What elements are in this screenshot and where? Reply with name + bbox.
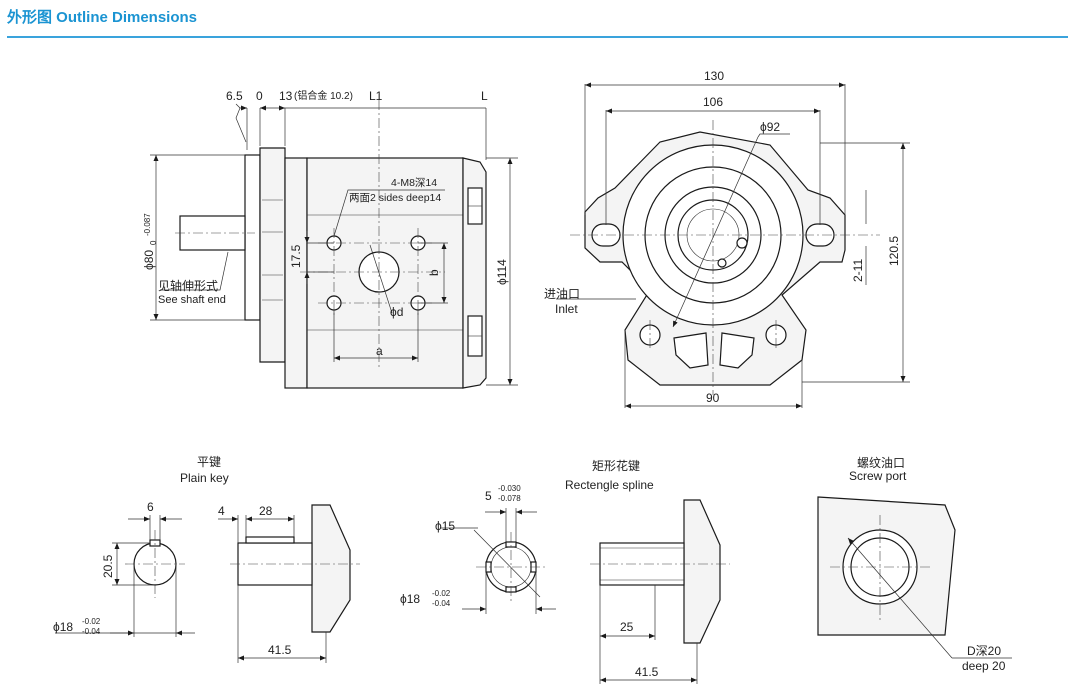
inlet-en: Inlet: [555, 302, 578, 316]
dim-13-note: (铝合金 10.2): [294, 89, 353, 102]
thread-spec-en: 两面2 sides deep14: [349, 192, 441, 204]
spline-5-tol-upper: -0.030: [498, 484, 521, 493]
screw-port-detail: 螺纹油口 Screw port D深20 deep 20: [817, 456, 1012, 673]
plain-key-detail: 平键 Plain key 6 20.5 ϕ18 -0.02 -0.04: [53, 455, 360, 663]
housing-front: [284, 157, 308, 389]
dim-90: 90: [706, 391, 720, 405]
header-rule: [7, 36, 1068, 38]
dim-phi80-tol: -0.087: [143, 213, 152, 236]
key-flange: [311, 504, 351, 633]
spline-phi18: ϕ18: [400, 592, 420, 606]
spline-title-cn: 矩形花键: [592, 458, 640, 473]
dim-17-5: 17.5: [289, 244, 303, 268]
spline-title-en: Rectengle spline: [565, 478, 654, 492]
shaft-note-en: See shaft end: [158, 294, 226, 306]
dim-d: ϕd: [390, 305, 403, 319]
dim-0: 0: [256, 89, 263, 103]
flange-body: [259, 147, 286, 363]
dim-2-11: 2-11: [851, 259, 865, 282]
dim-20-5: 20.5: [101, 554, 115, 578]
spline-tol-upper: -0.02: [432, 589, 451, 598]
dim-phi92: ϕ92: [760, 120, 780, 134]
dim-28: 28: [259, 504, 273, 518]
key: [245, 536, 295, 544]
dim-b: b: [427, 269, 441, 276]
screw-port-depth-cn: D深20: [967, 644, 1001, 658]
spline-tol-lower: -0.04: [432, 599, 451, 608]
spline-flange: [683, 499, 721, 644]
inlet-cn: 进油口: [544, 287, 580, 301]
plain-key-tol-upper: -0.02: [82, 617, 101, 626]
dim-4: 4: [218, 504, 225, 518]
spline-41-5: 41.5: [635, 665, 659, 679]
dim-phi80-tol-upper: 0: [149, 240, 158, 245]
plain-key-41-5: 41.5: [268, 643, 292, 657]
page-title: 外形图 Outline Dimensions: [7, 9, 198, 26]
front-view: 130 106 ϕ92 120.5 2-11 90 进油口 Inlet: [544, 69, 910, 409]
dim-106: 106: [703, 95, 723, 109]
screw-port-depth-en: deep 20: [962, 659, 1006, 673]
dim-L: L: [481, 89, 488, 103]
dim-130: 130: [704, 69, 724, 83]
plain-key-title-cn: 平键: [197, 455, 221, 469]
spline-25: 25: [620, 620, 634, 634]
plain-key-tol-lower: -0.04: [82, 627, 101, 636]
mounting-flange: [244, 154, 261, 321]
screw-port-title-en: Screw port: [849, 469, 907, 483]
page-header: 外形图 Outline Dimensions: [0, 0, 1073, 38]
side-view: 6.5 0 13 (铝合金 10.2) L1 L 4-M8深14 两面2 sid…: [142, 89, 518, 389]
plain-key-title-en: Plain key: [180, 471, 229, 485]
housing-body: [306, 157, 464, 389]
dim-a: a: [376, 344, 383, 358]
spline-5-tol-lower: -0.078: [498, 494, 521, 503]
thread-spec-cn: 4-M8深14: [391, 177, 437, 189]
plain-key-phi18: ϕ18: [53, 620, 73, 634]
spline-detail: 矩形花键 Rectengle spline 5 -0.030 -0.078 ϕ1…: [400, 458, 730, 684]
dim-phi114: ϕ114: [495, 259, 509, 285]
screw-port-title-cn: 螺纹油口: [857, 456, 905, 470]
dim-6: 6: [147, 500, 154, 514]
dim-13: 13: [279, 89, 293, 103]
dim-120-5: 120.5: [887, 236, 901, 266]
dim-6-5: 6.5: [226, 89, 243, 103]
dim-L1: L1: [369, 89, 383, 103]
dim-phi80: ϕ80: [142, 250, 156, 270]
spline-phi15: ϕ15: [435, 519, 455, 533]
dim-5: 5: [485, 489, 492, 503]
shaft-note-cn: 见轴伸形式: [158, 278, 218, 293]
